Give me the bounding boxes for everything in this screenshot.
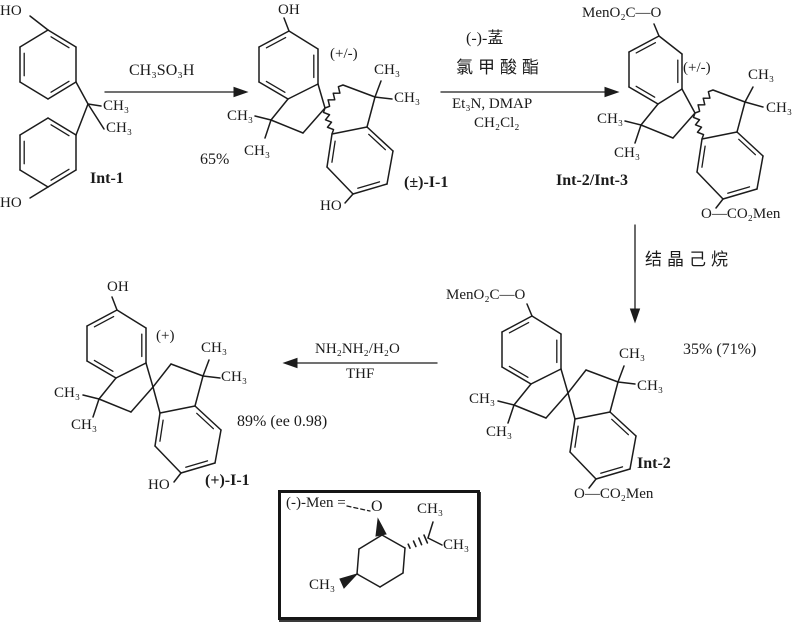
carbonate-top-label: MenO₂C—O — [446, 287, 526, 303]
ho-label: HO — [320, 198, 342, 214]
ch3-label: CH₃ — [486, 424, 513, 440]
oh-label: OH — [107, 279, 129, 295]
ch3-label: CH₃ — [374, 62, 401, 78]
ho-label: HO — [0, 3, 22, 19]
oh-label: OH — [278, 2, 300, 18]
ho-label: HO — [148, 477, 170, 493]
step4-yield: 89% (ee 0.98) — [237, 413, 328, 430]
ch3-label: CH₃ — [597, 111, 624, 127]
step2-reagent-menthyl: (-)-䓝 — [466, 30, 504, 47]
ch3-label: CH₃ — [103, 98, 130, 114]
ch3-label: CH₃ — [201, 340, 228, 356]
ch3-label: CH₃ — [221, 369, 248, 385]
step2-solvent: CH₂Cl₂ — [474, 115, 520, 131]
step2-reagent-chloroformate: 氯甲酸酯 — [456, 58, 544, 77]
step3-condition: 结晶己烷 — [645, 250, 733, 269]
o-label: O — [371, 498, 383, 515]
compound-label-int2: Int-2 — [637, 455, 671, 472]
compound-label-int2-int3: Int-2/Int-3 — [556, 172, 629, 189]
menthyl-legend-box — [278, 490, 480, 620]
compound-label-int1: Int-1 — [90, 170, 124, 187]
carbonate-bottom-label: O—CO₂Men — [574, 486, 654, 502]
legend-men-definition: (-)-Men = — [286, 495, 346, 511]
ch3-label: CH₃ — [417, 501, 444, 517]
step2-base: Et₃N, DMAP — [452, 96, 533, 112]
carbonate-bottom-label: O—CO₂Men — [701, 206, 781, 222]
step3-yield: 35% (71%) — [683, 341, 757, 358]
ho-label: HO — [0, 195, 22, 211]
ch3-label: CH₃ — [443, 537, 470, 553]
step1-yield: 65% — [200, 151, 230, 168]
step4-reagent: NH₂NH₂/H₂O — [315, 341, 400, 357]
compound-label-plus-diol: (+)-I-1 — [205, 472, 250, 489]
stereo-label-rac: (+/-) — [330, 46, 358, 62]
ch3-label: CH₃ — [748, 67, 775, 83]
ch3-label: CH₃ — [637, 378, 664, 394]
stereo-label-plus: (+) — [156, 328, 175, 344]
step1-reagent: CH₃SO₃H — [129, 62, 195, 79]
ch3-label: CH₃ — [619, 346, 646, 362]
ch3-label: CH₃ — [394, 90, 421, 106]
compound-label-rac-diol: (±)-I-1 — [404, 174, 449, 191]
stereo-label-rac: (+/-) — [683, 60, 711, 76]
ch3-label: CH₃ — [227, 108, 254, 124]
ch3-label: CH₃ — [106, 120, 133, 136]
ch3-label: CH₃ — [71, 417, 98, 433]
ch3-label: CH₃ — [309, 577, 336, 593]
step4-solvent: THF — [346, 366, 375, 382]
ch3-label: CH₃ — [614, 145, 641, 161]
ch3-label: CH₃ — [469, 391, 496, 407]
ch3-label: CH₃ — [766, 100, 793, 116]
carbonate-top-label: MenO₂C—O — [582, 5, 662, 21]
ch3-label: CH₃ — [244, 143, 271, 159]
ch3-label: CH₃ — [54, 385, 81, 401]
